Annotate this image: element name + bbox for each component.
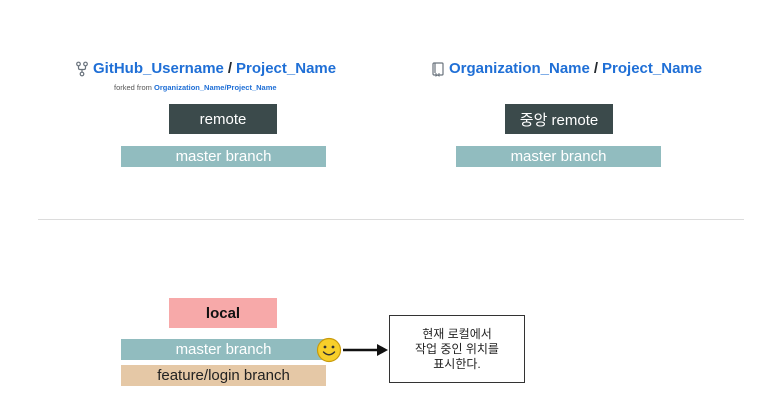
repo-separator: / (227, 60, 233, 77)
branch-label: master branch (175, 341, 272, 358)
left-repo-title: GitHub_Username / Project_Name (75, 60, 336, 77)
repo-icon (431, 61, 445, 77)
local-label: local (205, 304, 241, 322)
branch-label: master branch (175, 148, 272, 165)
central-remote-box: 중앙 remote (505, 104, 613, 134)
fork-icon (75, 61, 89, 77)
remote-label: remote (199, 110, 247, 128)
note-box: 현재 로컬에서 작업 중인 위치를 표시한다. (389, 315, 525, 383)
branch-label: master branch (510, 148, 607, 165)
note-line-3: 표시한다. (433, 356, 481, 371)
section-divider (38, 219, 744, 220)
repo-owner-link[interactable]: GitHub_Username (93, 60, 224, 77)
org-owner-link[interactable]: Organization_Name (449, 60, 590, 77)
local-box: local (169, 298, 277, 328)
repo-separator: / (593, 60, 599, 77)
feature-branch-bar: feature/login branch (121, 365, 326, 386)
local-master-branch-bar: master branch (121, 339, 326, 360)
smiley-icon (316, 337, 342, 363)
note-line-2: 작업 중인 위치를 (415, 341, 499, 356)
forked-from-line: forked from Organization_Name/Project_Na… (114, 83, 277, 92)
note-line-1: 현재 로컬에서 (422, 326, 492, 341)
feature-branch-label: feature/login branch (157, 367, 290, 384)
right-repo-title: Organization_Name / Project_Name (431, 60, 702, 77)
forked-prefix: forked from (114, 83, 152, 92)
central-remote-label: 중앙 remote (519, 111, 599, 129)
central-master-branch-bar: master branch (456, 146, 661, 167)
arrow-icon (343, 342, 389, 358)
remote-box: remote (169, 104, 277, 134)
org-repo-name-link[interactable]: Project_Name (602, 60, 703, 77)
forked-source-link[interactable]: Organization_Name/Project_Name (154, 83, 277, 92)
repo-name-link[interactable]: Project_Name (236, 60, 337, 77)
remote-master-branch-bar: master branch (121, 146, 326, 167)
